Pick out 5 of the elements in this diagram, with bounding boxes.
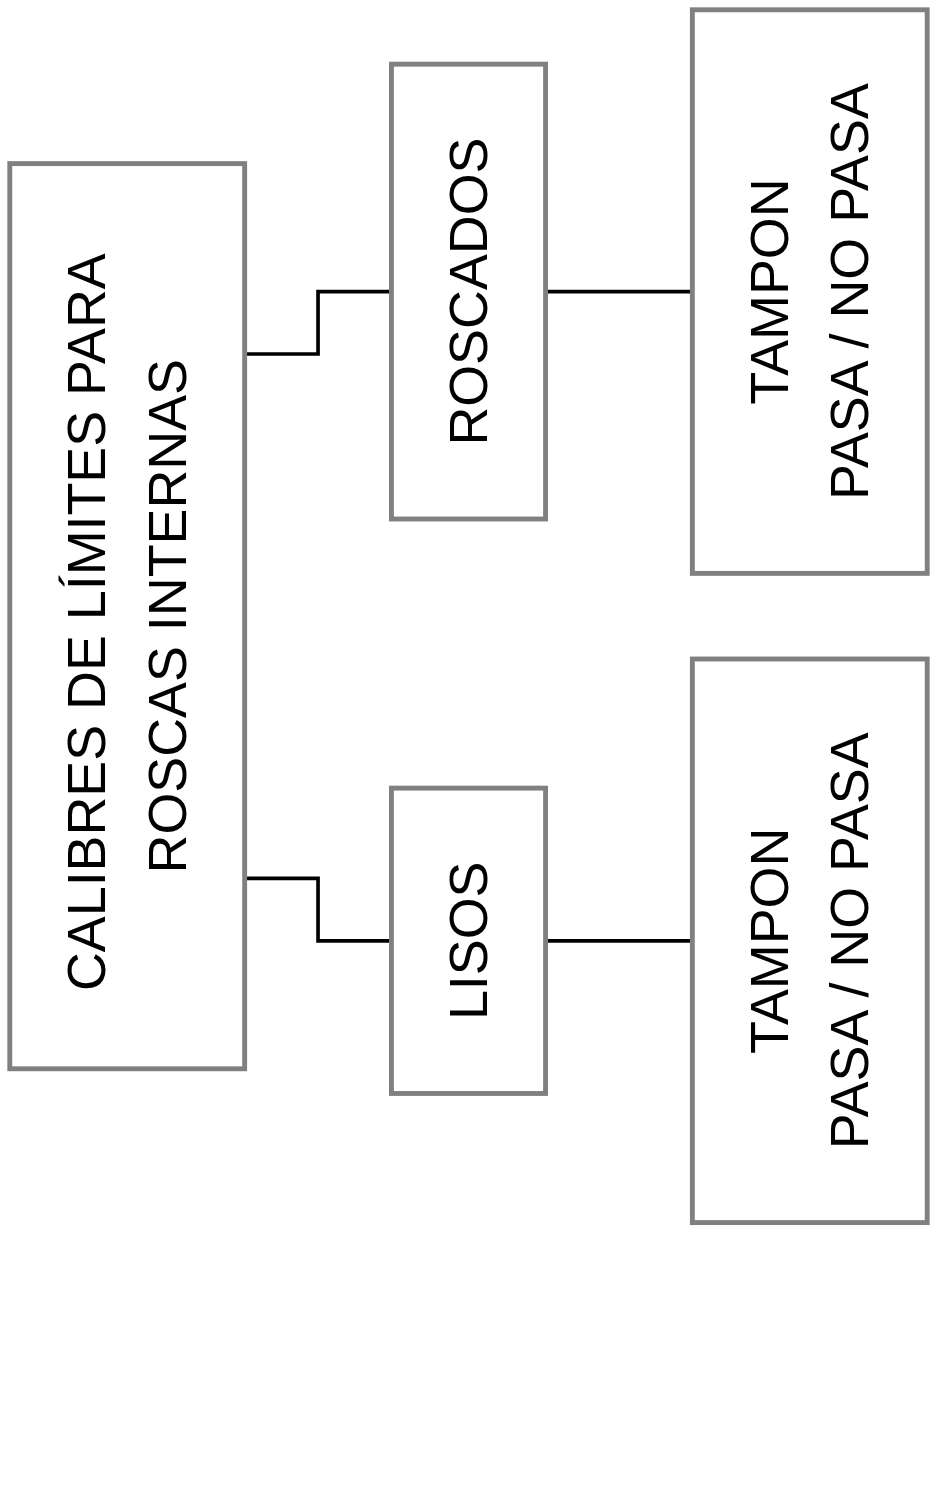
node-box: TAMPON PASA / NO PASA: [689, 656, 930, 1226]
node-box: ROSCADOS: [389, 61, 548, 522]
node-box: TAMPON PASA / NO PASA: [689, 7, 930, 576]
node-box: LISOS: [389, 785, 548, 1096]
node-box: CALIBRES DE LÍMITES PARA ROSCAS INTERNAS: [7, 161, 248, 1072]
